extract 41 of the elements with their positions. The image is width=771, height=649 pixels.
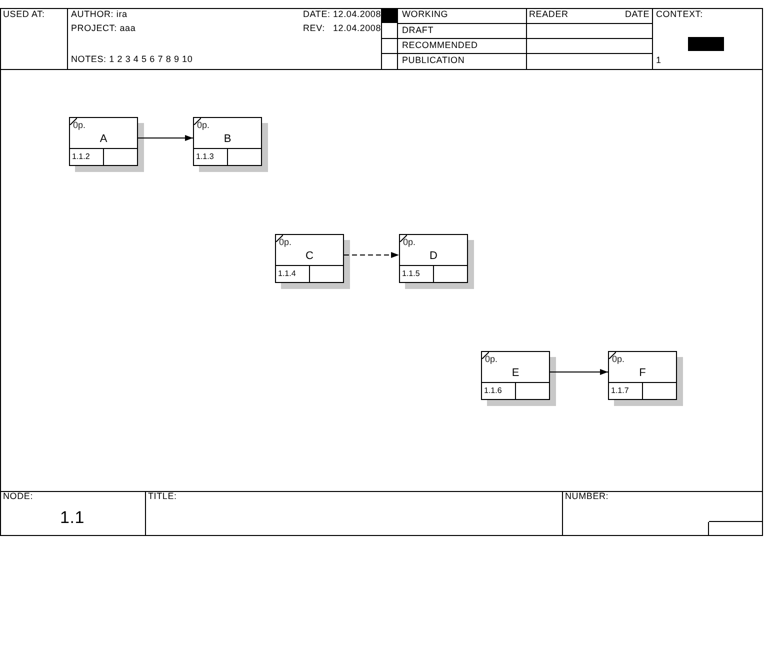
uob-name: D <box>430 250 438 263</box>
reference-number: 1.1.5 <box>402 269 420 279</box>
reference-number: 1.1.4 <box>278 269 296 279</box>
field-label: REV: <box>303 24 325 33</box>
uob-name: F <box>639 367 646 380</box>
field-label: READER <box>529 10 568 19</box>
arrow <box>138 135 194 141</box>
field-label: DATE <box>625 10 650 19</box>
field-label: TITLE: <box>148 492 177 501</box>
dashed-arrow <box>344 252 400 258</box>
field-label: AUTHOR: ira <box>71 10 128 19</box>
uob-name: A <box>100 133 108 146</box>
field-label: CONTEXT: <box>656 10 703 19</box>
field-label: DATE: <box>303 10 330 19</box>
field-label: NUMBER: <box>565 492 609 501</box>
reference-number: 1.1.6 <box>484 386 502 396</box>
reference-number: 1.1.3 <box>196 152 214 162</box>
field-label: DRAFT <box>402 26 434 35</box>
field-label: RECOMMENDED <box>402 41 478 50</box>
uob-label: 0p. <box>197 120 210 130</box>
field-label: PROJECT: aaa <box>71 24 136 33</box>
uob-label: 0p. <box>403 237 416 247</box>
field-label: NODE: <box>3 492 34 501</box>
uob-label: 0p. <box>279 237 292 247</box>
field-label: USED AT: <box>3 10 45 19</box>
reference-number: 1.1.2 <box>72 152 90 162</box>
uob-name: C <box>306 250 314 263</box>
field-label: 1 <box>656 56 662 65</box>
field-label: WORKING <box>402 10 448 19</box>
uob-name: B <box>224 133 232 146</box>
arrow <box>550 369 608 375</box>
field-label: 1.1 <box>60 509 85 526</box>
field-label: 12.04.2008 <box>333 10 382 19</box>
uob-label: 0p. <box>612 354 625 364</box>
uob-label: 0p. <box>485 354 498 364</box>
uob-label: 0p. <box>73 120 86 130</box>
field-label: PUBLICATION <box>402 56 465 65</box>
reference-number: 1.1.7 <box>611 386 629 396</box>
field-label: NOTES: 1 2 3 4 5 6 7 8 9 10 <box>71 55 193 64</box>
uob-name: E <box>512 367 520 380</box>
field-label: 12.04.2008 <box>333 24 382 33</box>
